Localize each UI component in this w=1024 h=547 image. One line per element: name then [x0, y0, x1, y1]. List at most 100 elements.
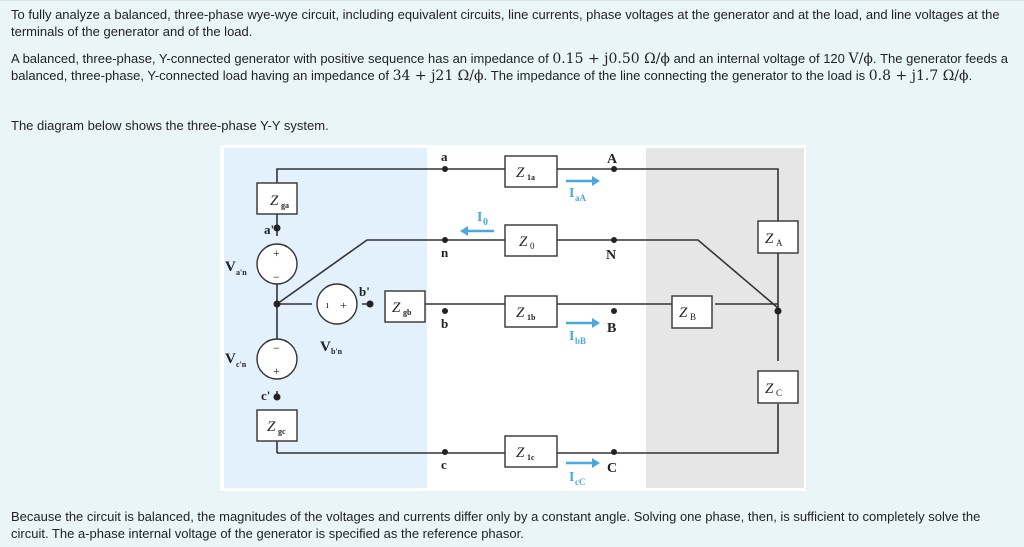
z1a-label: Z: [516, 165, 525, 181]
ibb-arrowhead-icon: [592, 318, 600, 328]
impedance-z1b: Z 1b: [504, 295, 558, 328]
zga-sub: ga: [281, 201, 289, 210]
node-dots: [273, 166, 782, 455]
label-aprime: a': [264, 222, 274, 237]
current-ibb: I bB: [566, 318, 600, 346]
impedance-zga: Z ga: [256, 182, 298, 215]
current-i0: I 0: [460, 210, 494, 236]
vcn-label: V: [225, 351, 236, 367]
impedance-z1a: Z 1a: [504, 155, 558, 188]
node-C-dot: [611, 449, 617, 455]
z0-label: Z: [519, 234, 528, 250]
z1c-sub: 1c: [527, 453, 535, 462]
zgc-label: Z: [267, 419, 276, 435]
label-A: A: [607, 152, 618, 167]
impedance-zgb: Z gb: [384, 290, 426, 323]
icc-label: I: [569, 470, 574, 485]
van-label: V: [225, 259, 236, 275]
vbn-minus: ı: [326, 300, 329, 311]
zga-label: Z: [270, 193, 279, 209]
conclusion-text: Because the circuit is balanced, the mag…: [11, 509, 981, 541]
zb-sub: B: [690, 312, 696, 322]
iaa-label: I: [569, 186, 574, 201]
zgb-sub: gb: [403, 308, 412, 317]
iaa-arrowhead-icon: [592, 176, 600, 186]
label-cprime: c': [261, 388, 270, 403]
label-c: c: [441, 457, 447, 472]
current-icc: I cC: [566, 458, 600, 487]
node-bprime-dot: [366, 300, 374, 308]
problem-statement: A balanced, three-phase, Y-connected gen…: [11, 51, 1011, 84]
impedance-z1c: Z 1c: [504, 435, 558, 468]
node-a-dot: [442, 166, 448, 172]
iaa-sub: aA: [575, 193, 587, 203]
problem-text-4: . The impedance of the line connecting t…: [483, 67, 869, 83]
voltage-unit: V/ϕ: [848, 51, 873, 67]
node-A-dot: [611, 166, 617, 172]
node-N-dot: [611, 237, 617, 243]
impedance-zb: Z B: [671, 295, 713, 329]
vbn-sub: b'n: [331, 347, 343, 356]
problem-text-1: A balanced, three-phase, Y-connected gen…: [11, 51, 553, 66]
three-phase-yy-circuit-diagram: Z ga Z gb Z gc + − V a'n ı + V b'n − + V…: [220, 145, 806, 491]
ibb-label: I: [569, 329, 574, 344]
zgb-label: Z: [392, 300, 401, 316]
z1b-sub: 1b: [527, 313, 536, 322]
impedance-z0: Z 0: [504, 224, 558, 257]
problem-text-2: and an internal voltage of 120: [669, 51, 849, 66]
wire-neutral: [276, 239, 779, 309]
zc-label: Z: [765, 381, 774, 397]
node-c-dot: [442, 449, 448, 455]
label-B: B: [607, 321, 616, 336]
node-n-dot: [442, 237, 448, 243]
van-minus: −: [273, 270, 280, 284]
vbn-plus: +: [340, 298, 347, 312]
label-bprime: b': [359, 284, 370, 299]
za-sub: A: [776, 238, 783, 248]
label-C: C: [607, 461, 617, 476]
za-label: Z: [765, 231, 774, 247]
source-vbn: ı + V b'n: [316, 283, 358, 356]
i0-sub: 0: [483, 217, 488, 228]
z1b-label: Z: [516, 305, 525, 321]
node-cprime-dot: [273, 393, 281, 401]
z1c-label: Z: [516, 445, 525, 461]
zgc-sub: gc: [278, 427, 286, 436]
load-impedance: 34 + j21 Ω/ϕ: [392, 67, 484, 84]
problem-text-3: . The generator feeds a balanced, three-…: [11, 51, 1009, 83]
node-generator-neutral-dot: [273, 300, 281, 308]
icc-arrowhead-icon: [592, 458, 600, 468]
impedance-za: Z A: [757, 220, 799, 254]
node-b-dot: [442, 308, 448, 314]
diagram-caption: The diagram below shows the three-phase …: [11, 118, 329, 133]
problem-text-5: .: [968, 67, 973, 83]
vcn-sub: c'n: [236, 360, 247, 369]
zb-label: Z: [679, 305, 688, 321]
i0-arrowhead-icon: [460, 226, 468, 236]
generator-impedance: 0.15 + j0.50 Ω/ϕ: [552, 51, 670, 67]
node-B-dot: [611, 308, 617, 314]
node-aprime-dot: [273, 224, 281, 232]
van-sub: a'n: [236, 268, 247, 277]
label-b: b: [441, 316, 448, 331]
impedance-zgc: Z gc: [256, 409, 298, 442]
zc-sub: C: [776, 388, 782, 398]
label-a: a: [441, 149, 448, 164]
z1a-sub: 1a: [527, 173, 535, 182]
vcn-minus: −: [273, 341, 280, 355]
top-divider: [0, 0, 1024, 1]
van-plus: +: [273, 246, 280, 260]
intro-text: To fully analyze a balanced, three-phase…: [11, 7, 1000, 39]
source-van: + − V a'n: [225, 243, 298, 285]
ibb-sub: bB: [575, 336, 586, 346]
source-vcn: − + V c'n: [225, 338, 298, 380]
line-impedance: 0.8 + j1.7 Ω/ϕ: [868, 67, 969, 84]
vbn-label: V: [320, 339, 331, 355]
load-region: [646, 148, 804, 488]
vcn-plus: +: [273, 364, 280, 378]
label-n: n: [441, 245, 449, 260]
impedance-zc: Z C: [757, 370, 799, 404]
node-load-neutral-dot: [774, 307, 782, 315]
i0-label: I: [477, 210, 482, 225]
label-N: N: [606, 248, 616, 263]
